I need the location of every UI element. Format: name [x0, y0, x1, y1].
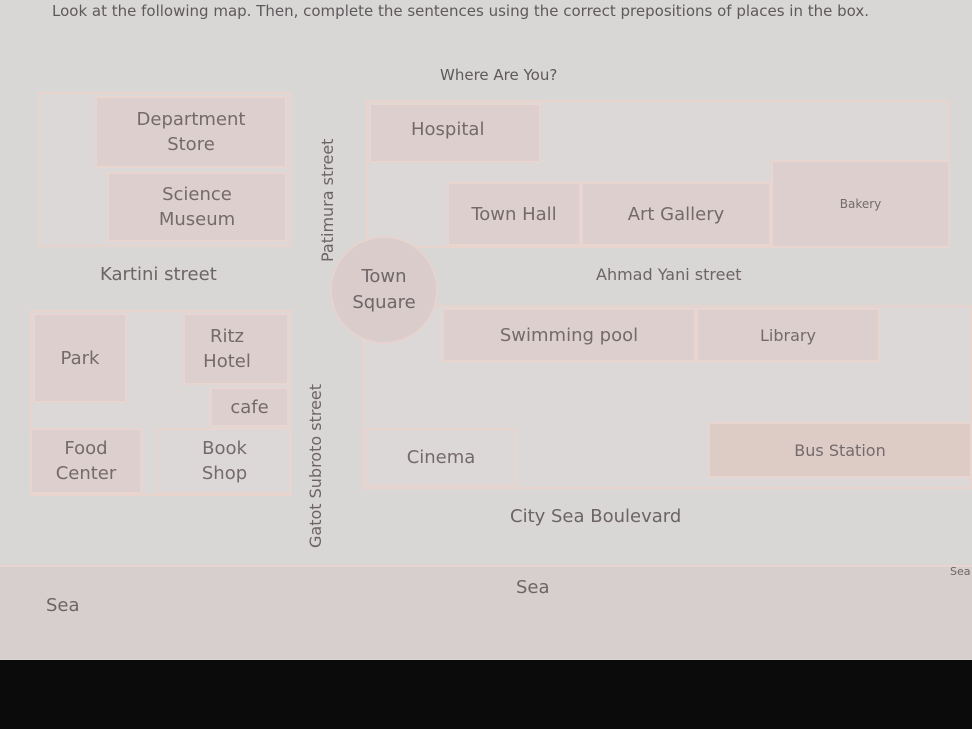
map-title: Where Are You?: [440, 66, 558, 84]
ahmad-yani-street: Ahmad Yani street: [596, 265, 742, 284]
town-hall: Town Hall: [447, 182, 581, 246]
instructions: Look at the following map. Then, complet…: [52, 2, 869, 20]
ritz-hotel: Ritz Hotel: [183, 313, 289, 385]
textbook-page: Look at the following map. Then, complet…: [0, 0, 972, 660]
hospital: Hospital: [369, 103, 541, 163]
city-sea-boulevard: City Sea Boulevard: [510, 506, 682, 527]
kartini-street: Kartini street: [100, 264, 217, 285]
cinema: Cinema: [365, 428, 517, 486]
cafe: cafe: [210, 387, 289, 427]
bakery: Bakery: [771, 160, 950, 248]
art-gallery: Art Gallery: [581, 182, 771, 246]
bus-station: Bus Station: [708, 422, 972, 478]
patimura-street: Patimura street: [318, 138, 337, 262]
sea-label-center: Sea: [516, 577, 550, 598]
park: Park: [33, 313, 127, 403]
department-store: Department Store: [95, 96, 287, 168]
gatot-subroto-street: Gatot Subroto street: [306, 383, 325, 548]
book-shop: Book Shop: [157, 428, 292, 494]
sea-label-left: Sea: [46, 595, 80, 616]
library: Library: [696, 308, 880, 362]
swimming-pool: Swimming pool: [442, 308, 696, 362]
town-square: Town Square: [330, 236, 438, 344]
science-museum: Science Museum: [107, 172, 287, 242]
food-center: Food Center: [30, 428, 142, 494]
sea-area: [0, 565, 972, 659]
sea-label-right: Sea: [950, 565, 971, 578]
